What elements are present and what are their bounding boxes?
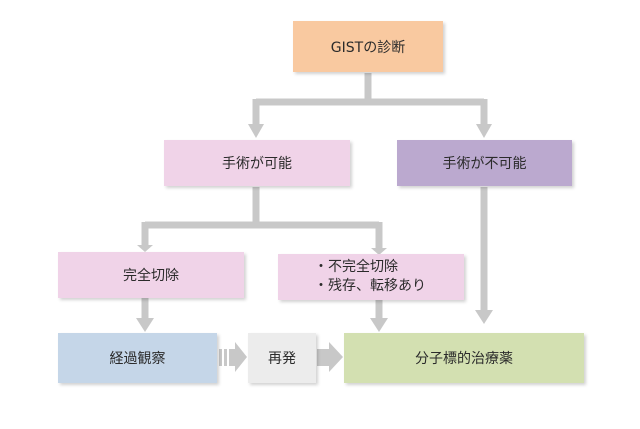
- arrowhead-surgery-impossible: [476, 124, 492, 138]
- arrowhead-therapy-from-incomplete: [370, 318, 388, 332]
- surgery-impossible-box: 手術が不可能: [397, 140, 572, 186]
- arrowhead-incomplete-resection: [371, 248, 387, 255]
- incomplete-resection-line1: ・不完全切除: [314, 259, 398, 275]
- observation-box: 経過観察: [58, 333, 217, 383]
- molecular-therapy-box: 分子標的治療薬: [344, 333, 584, 383]
- gist-diagnosis-label: GISTの診断: [330, 39, 406, 56]
- arrowhead-therapy-from-impossible: [475, 310, 493, 324]
- arrowhead-recurrence: [235, 342, 247, 372]
- connector-observation-recurrence-body: [229, 349, 235, 366]
- connector-observation-recurrence-tail1: [219, 349, 222, 366]
- connector-recurrence-therapy-body: [317, 349, 329, 366]
- complete-resection-label: 完全切除: [123, 268, 179, 284]
- surgery-possible-label: 手術が可能: [222, 156, 292, 172]
- recurrence-box: 再発: [248, 333, 316, 383]
- connector-observation-recurrence-tail2: [224, 349, 227, 366]
- gist-diagnosis-box: GISTの診断: [293, 21, 443, 72]
- incomplete-resection-line2: ・残存、転移あり: [314, 278, 426, 294]
- surgery-impossible-label: 手術が不可能: [442, 156, 527, 172]
- arrowhead-therapy-from-recurrence: [329, 342, 343, 372]
- molecular-therapy-label: 分子標的治療薬: [415, 351, 513, 367]
- complete-resection-box: 完全切除: [58, 252, 244, 298]
- observation-label: 経過観察: [109, 351, 166, 367]
- surgery-possible-box: 手術が可能: [164, 140, 350, 186]
- incomplete-resection-box: ・不完全切除 ・残存、転移あり: [278, 254, 464, 300]
- arrowhead-surgery-possible: [248, 124, 264, 138]
- arrowhead-complete-resection: [137, 245, 153, 252]
- recurrence-label: 再発: [268, 351, 296, 367]
- arrowhead-observation: [136, 318, 154, 332]
